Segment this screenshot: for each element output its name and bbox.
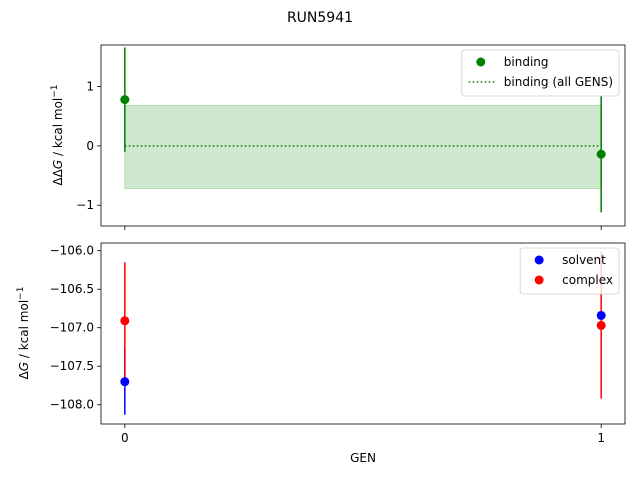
- data-point-solvent-1: [596, 310, 606, 320]
- legend-marker-complex: [534, 275, 544, 285]
- legend-label: complex: [562, 273, 613, 287]
- y-tick-label: −106.5: [50, 282, 94, 296]
- top-panel-ylabel: ΔΔG / kcal mol−1: [50, 84, 65, 185]
- y-tick-label: −107.5: [50, 359, 94, 373]
- legend-marker-binding: [476, 57, 486, 67]
- legend-label: binding (all GENS): [504, 75, 613, 89]
- legend: binding binding (all GENS): [461, 49, 620, 97]
- axes-frame: [100, 44, 626, 227]
- legend-label: solvent: [562, 253, 606, 267]
- y-tick-label: −108.0: [50, 398, 94, 412]
- y-tick-label: 0: [86, 139, 94, 153]
- x-tick-label: 1: [597, 431, 605, 445]
- legend-marker-solvent: [534, 255, 544, 265]
- bottom-panel-ylabel: ΔG / kcal mol−1: [16, 287, 31, 380]
- legend-label: binding: [504, 55, 549, 69]
- x-axis-label: GEN: [350, 451, 376, 465]
- data-point-solvent-0: [120, 377, 130, 387]
- data-point-complex-1: [596, 320, 606, 330]
- data-point-complex-0: [120, 316, 130, 326]
- axes-frame: [100, 242, 626, 425]
- y-tick-label: −107.0: [50, 321, 94, 335]
- data-point-binding-1: [596, 149, 606, 159]
- reference-band: [124, 105, 602, 190]
- figure-title: RUN5941: [287, 10, 353, 26]
- legend-box: [519, 247, 620, 295]
- top-panel: ΔΔG / kcal mol−1 1 0 −1 binding binding (all…: [50, 44, 626, 230]
- data-point-binding-0: [120, 95, 130, 105]
- legend: solvent complex: [519, 247, 620, 295]
- y-tick-label: 1: [86, 80, 94, 94]
- y-tick-label: −1: [76, 198, 94, 212]
- bottom-panel: ΔG / kcal mol−1 −106.0 −106.5 −107.0 −107.5…: [16, 242, 626, 445]
- y-tick-label: −106.0: [50, 244, 94, 258]
- x-tick-label: 0: [121, 431, 129, 445]
- legend-box: [461, 49, 620, 97]
